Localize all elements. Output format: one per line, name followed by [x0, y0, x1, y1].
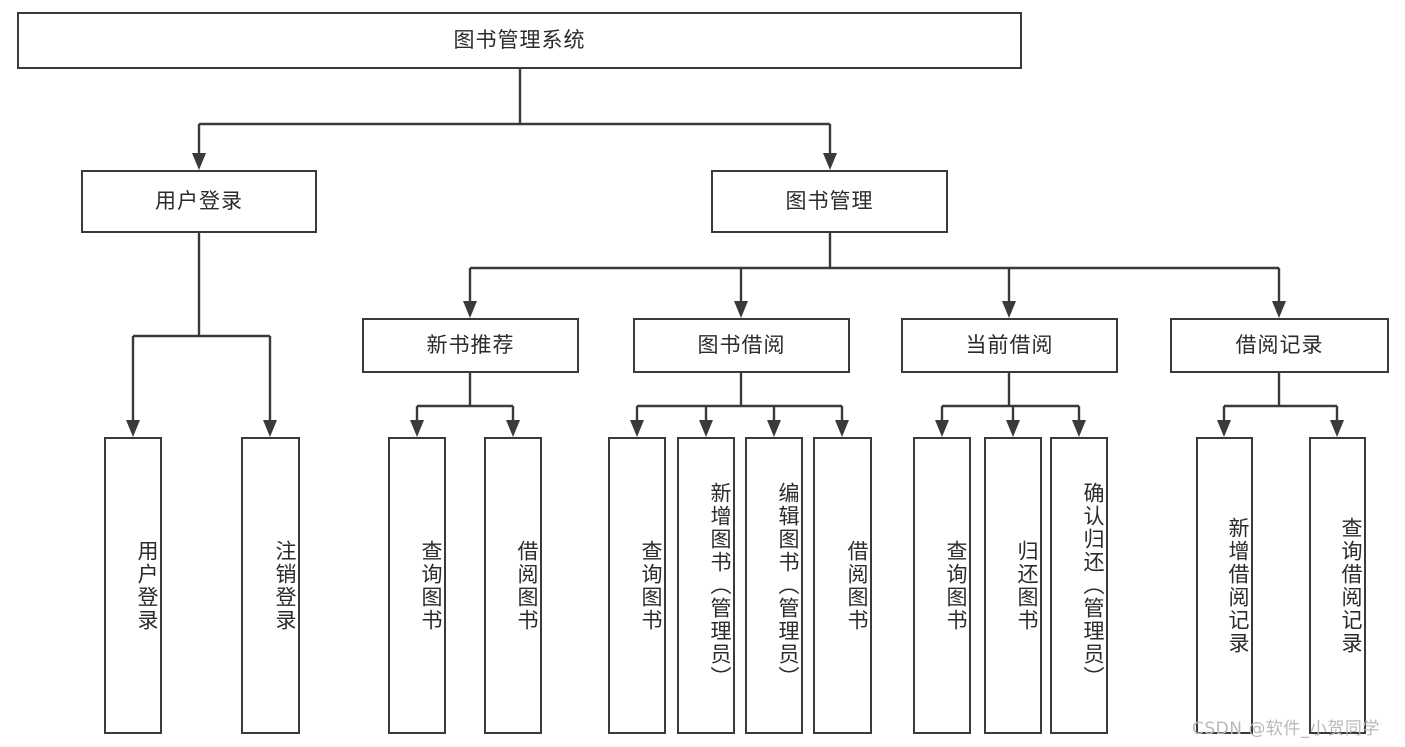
- node-label: 图书管理系统: [453, 27, 586, 52]
- node-label: 借阅记录: [1235, 332, 1324, 357]
- node-leaf-confirm-return-admin[interactable]: 确认归还（管理员）: [1050, 437, 1108, 734]
- connector-conn-root-to-book-manage: [823, 124, 837, 170]
- node-label: 查询图书: [419, 539, 443, 632]
- node-label: 注销登录: [273, 539, 297, 632]
- arrow-head-icon: [835, 420, 849, 437]
- node-leaf-add-borrow-record[interactable]: 新增借阅记录: [1196, 437, 1253, 734]
- node-label: 确认归还（管理员）: [1081, 482, 1105, 689]
- node-label: 查询借阅记录: [1339, 516, 1363, 655]
- node-leaf-add-book-admin[interactable]: 新增图书（管理员）: [677, 437, 735, 734]
- watermark-text: CSDN @软件_小贺同学: [1192, 719, 1380, 739]
- arrow-head-icon: [1002, 301, 1016, 318]
- connector-conn-bm-a1: [463, 268, 477, 318]
- node-label: 图书借阅: [697, 332, 786, 357]
- node-leaf-query-borrow-record[interactable]: 查询借阅记录: [1309, 437, 1366, 734]
- arrow-head-icon: [823, 153, 837, 170]
- arrow-head-icon: [767, 420, 781, 437]
- node-current-borrow[interactable]: 当前借阅: [901, 318, 1118, 373]
- node-book-manage[interactable]: 图书管理: [711, 170, 948, 233]
- node-label: 用户登录: [155, 188, 243, 213]
- node-label: 当前借阅: [965, 332, 1054, 357]
- connector-conn-cb-a2: [1006, 406, 1020, 437]
- arrow-head-icon: [410, 420, 424, 437]
- node-book-borrow[interactable]: 图书借阅: [633, 318, 850, 373]
- arrow-head-icon: [1217, 420, 1231, 437]
- node-label: 借阅图书: [515, 539, 539, 632]
- node-borrow-record[interactable]: 借阅记录: [1170, 318, 1389, 373]
- arrow-head-icon: [263, 420, 277, 437]
- arrow-head-icon: [506, 420, 520, 437]
- connector-conn-br-a2: [1330, 406, 1344, 437]
- arrow-head-icon: [1330, 420, 1344, 437]
- connector-conn-cb-a3: [1072, 406, 1086, 437]
- node-label: 新增借阅记录: [1226, 516, 1250, 655]
- arrow-head-icon: [935, 420, 949, 437]
- node-label: 编辑图书（管理员）: [776, 482, 800, 689]
- arrow-head-icon: [699, 420, 713, 437]
- connector-conn-user-login-a2: [263, 336, 277, 437]
- arrow-head-icon: [192, 153, 206, 170]
- node-user-login[interactable]: 用户登录: [81, 170, 317, 233]
- node-leaf-query-book-current[interactable]: 查询图书: [913, 437, 971, 734]
- node-leaf-query-book-borrow[interactable]: 查询图书: [608, 437, 666, 734]
- node-label: 查询图书: [639, 539, 663, 632]
- node-label: 新书推荐: [426, 332, 515, 357]
- node-leaf-query-book-recommend[interactable]: 查询图书: [388, 437, 446, 734]
- connector-conn-bm-a3: [1002, 268, 1016, 318]
- arrow-head-icon: [1072, 420, 1086, 437]
- connector-conn-nbr-a2: [506, 406, 520, 437]
- connector-conn-bb-a2: [699, 406, 713, 437]
- connector-conn-bm-a2: [734, 268, 748, 318]
- arrow-head-icon: [1006, 420, 1020, 437]
- arrow-head-icon: [734, 301, 748, 318]
- node-leaf-return-book[interactable]: 归还图书: [984, 437, 1042, 734]
- arrow-head-icon: [463, 301, 477, 318]
- connector-conn-bb-a3: [767, 406, 781, 437]
- connector-conn-user-login-a1: [126, 336, 140, 437]
- connector-conn-root-to-user-login: [192, 124, 206, 170]
- connector-conn-cb-a1: [935, 406, 949, 437]
- connector-conn-bb-a1: [630, 406, 644, 437]
- node-leaf-edit-book-admin[interactable]: 编辑图书（管理员）: [745, 437, 803, 734]
- arrow-head-icon: [630, 420, 644, 437]
- node-label: 新增图书（管理员）: [708, 482, 732, 689]
- node-new-book-recommend[interactable]: 新书推荐: [362, 318, 579, 373]
- node-leaf-logout-login[interactable]: 注销登录: [241, 437, 300, 734]
- connector-conn-bb-a4: [835, 406, 849, 437]
- node-leaf-borrow-book[interactable]: 借阅图书: [813, 437, 872, 734]
- node-label: 归还图书: [1015, 539, 1039, 632]
- node-leaf-user-login[interactable]: 用户登录: [104, 437, 162, 734]
- node-label: 用户登录: [135, 539, 159, 632]
- node-label: 查询图书: [944, 539, 968, 632]
- node-root[interactable]: 图书管理系统: [17, 12, 1022, 69]
- connector-conn-br-a1: [1217, 406, 1231, 437]
- node-label: 图书管理: [785, 188, 874, 213]
- node-label: 借阅图书: [845, 539, 869, 632]
- connector-conn-bm-a4: [1272, 268, 1286, 318]
- arrow-head-icon: [126, 420, 140, 437]
- connector-conn-nbr-a1: [410, 406, 424, 437]
- node-leaf-borrow-book-recommend[interactable]: 借阅图书: [484, 437, 542, 734]
- arrow-head-icon: [1272, 301, 1286, 318]
